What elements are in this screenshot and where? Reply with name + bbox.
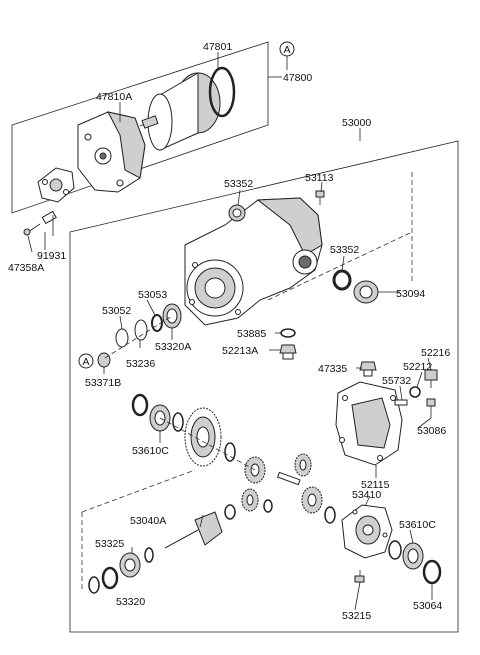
bearing-part bbox=[402, 542, 424, 570]
shim-part bbox=[172, 412, 184, 432]
part-label-47335: 47335 bbox=[318, 363, 347, 375]
callout-a-left: A bbox=[83, 356, 90, 368]
part-label-53000: 53000 bbox=[342, 117, 371, 129]
bearing-race-part bbox=[422, 559, 442, 585]
assembly-line bbox=[159, 417, 256, 471]
assembly-line bbox=[267, 231, 413, 301]
bearing-part bbox=[162, 303, 182, 329]
bolt-part bbox=[23, 210, 57, 236]
washer-part bbox=[280, 328, 296, 338]
bolt-part bbox=[394, 399, 408, 406]
part-label-52213A: 52213A bbox=[222, 345, 258, 357]
part-label-53320A: 53320A bbox=[155, 341, 191, 353]
part-label-53325: 53325 bbox=[95, 538, 124, 550]
snap-ring-part bbox=[208, 66, 236, 118]
coupling-housing-part bbox=[77, 111, 146, 193]
callout-circle-left bbox=[78, 353, 94, 369]
part-label-53113: 53113 bbox=[305, 172, 334, 184]
shim-part bbox=[388, 540, 402, 560]
part-label-53094: 53094 bbox=[396, 288, 425, 300]
part-label-47358A: 47358A bbox=[8, 262, 44, 274]
oil-seal-bore bbox=[232, 208, 242, 218]
part-label-53610C-left: 53610C bbox=[132, 445, 169, 457]
bolt-part bbox=[315, 190, 325, 205]
assembly-line bbox=[104, 315, 173, 359]
bearing-part bbox=[119, 552, 141, 578]
part-label-47810A: 47810A bbox=[96, 91, 132, 103]
part-label-52216: 52216 bbox=[421, 347, 450, 359]
leader-lines bbox=[27, 52, 433, 611]
main-group-frame bbox=[69, 140, 459, 633]
bearing-race-part bbox=[131, 393, 149, 417]
callout-a-top: A bbox=[284, 44, 291, 56]
part-label-52115: 52115 bbox=[361, 479, 390, 491]
part-label-53040A: 53040A bbox=[130, 515, 166, 527]
assembly-line bbox=[81, 469, 196, 513]
vent-plug-part bbox=[359, 361, 377, 377]
part-label-53052: 53052 bbox=[102, 305, 131, 317]
part-label-53410: 53410 bbox=[352, 489, 381, 501]
carrier-housing-part bbox=[184, 197, 323, 326]
shim-part bbox=[224, 504, 236, 520]
thrust-washer-part bbox=[324, 506, 336, 524]
shim-part bbox=[88, 576, 100, 594]
part-label-53885: 53885 bbox=[237, 328, 266, 340]
spacer-part bbox=[134, 319, 148, 341]
rear-cover-part bbox=[335, 381, 403, 466]
side-gear-part bbox=[301, 486, 323, 514]
bearing-race-part bbox=[101, 566, 119, 590]
coupling-cylinder-part bbox=[139, 72, 221, 151]
bearing-part bbox=[353, 280, 379, 304]
part-label-53352-right: 53352 bbox=[330, 244, 359, 256]
part-label-53064: 53064 bbox=[413, 600, 442, 612]
part-label-55732: 55732 bbox=[382, 375, 411, 387]
ring-gear-part bbox=[184, 407, 222, 467]
collapsible-spacer-part bbox=[144, 547, 154, 563]
thrust-washer-part bbox=[263, 499, 273, 513]
shim-part bbox=[224, 442, 236, 462]
drive-pinion-part bbox=[164, 511, 223, 549]
part-label-53320: 53320 bbox=[116, 596, 145, 608]
side-gear-part bbox=[294, 453, 312, 477]
oil-seal-part bbox=[332, 269, 352, 291]
upper-group-frame bbox=[11, 41, 269, 214]
part-label-53215: 53215 bbox=[342, 610, 371, 622]
differential-case-part bbox=[341, 504, 393, 559]
part-label-91931: 91931 bbox=[37, 250, 66, 262]
part-label-53610C-right: 53610C bbox=[399, 519, 436, 531]
bolt-part bbox=[426, 398, 436, 418]
part-label-53236: 53236 bbox=[126, 358, 155, 370]
part-label-53352-top: 53352 bbox=[224, 178, 253, 190]
part-label-53086: 53086 bbox=[417, 425, 446, 437]
pinion-nut-part bbox=[97, 352, 111, 368]
side-gear-part bbox=[241, 488, 259, 512]
pinion-shaft-part bbox=[276, 471, 301, 486]
flange-yoke-part bbox=[37, 167, 75, 203]
part-label-52212: 52212 bbox=[403, 361, 432, 373]
snap-ring-part bbox=[151, 314, 163, 332]
o-ring-part bbox=[409, 386, 421, 398]
bolt-part bbox=[354, 570, 365, 583]
part-label-53371B: 53371B bbox=[85, 377, 121, 389]
part-label-47801: 47801 bbox=[203, 41, 232, 53]
part-label-53053: 53053 bbox=[138, 289, 167, 301]
part-label-47800: 47800 bbox=[283, 72, 312, 84]
drain-plug-part bbox=[279, 344, 297, 360]
